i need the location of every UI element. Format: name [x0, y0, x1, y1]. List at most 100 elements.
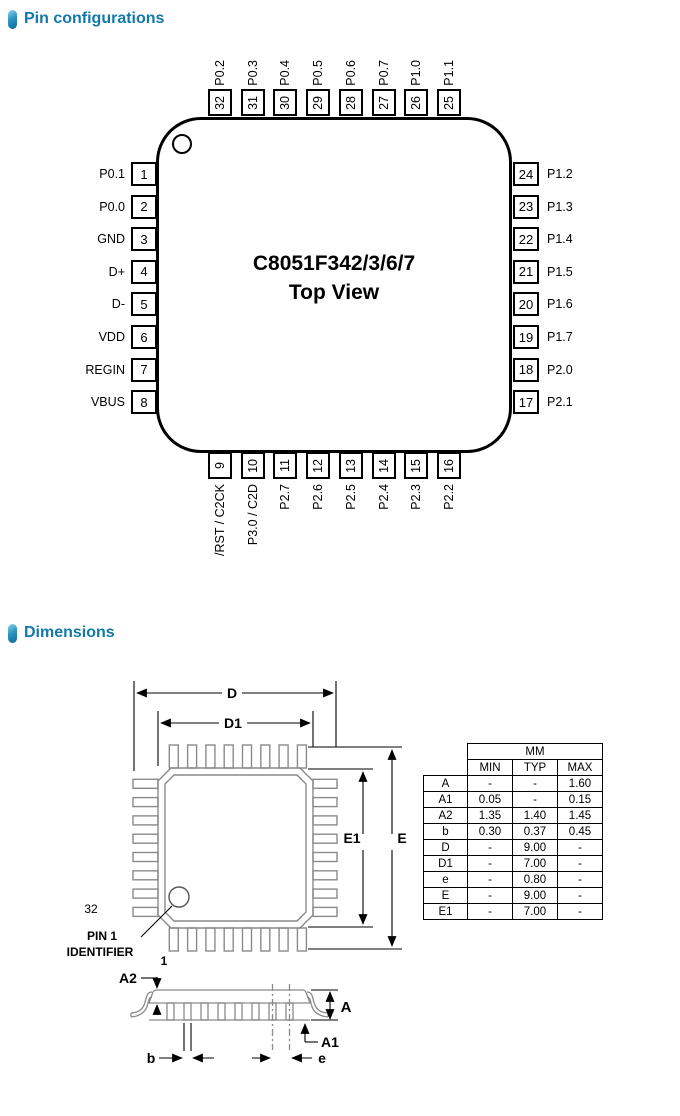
package-lead [234, 1002, 243, 1021]
pin-27: 27 [371, 89, 396, 116]
top-view-dimensions [133, 681, 402, 950]
pin-25-label: P1.1 [437, 38, 461, 86]
pin-9: 9 [208, 452, 232, 479]
package-lead [183, 1002, 192, 1021]
pin-label-text: P0.4 [278, 60, 293, 86]
package-lead [132, 833, 159, 844]
table-col-header-typ: TYP [512, 759, 558, 776]
package-lead [312, 778, 338, 789]
pin-label-text: P0.6 [343, 60, 358, 86]
table-corner-blank [424, 760, 468, 776]
pin-12: 12 [306, 452, 331, 479]
dim-name-E: E [423, 887, 468, 904]
pin-3: 3 [131, 227, 157, 252]
package-lead [312, 815, 338, 826]
pin-28-label: P0.6 [339, 38, 363, 86]
pin-10: 10 [240, 452, 265, 479]
package-lead [312, 851, 338, 863]
lead-number-32: 32 [84, 902, 98, 916]
package-lead [278, 744, 289, 769]
pin-label-text: P0.2 [213, 60, 227, 86]
pin-18: 18 [513, 357, 539, 382]
package-lead [132, 815, 159, 826]
pin-29: 29 [306, 89, 331, 116]
pin-13: 13 [338, 452, 363, 479]
dim-max: - [557, 903, 603, 920]
pin-19-label: P1.7 [547, 330, 573, 344]
dim-label-e: e [318, 1050, 326, 1066]
pin-26-label: P1.0 [404, 38, 428, 86]
pin-12-label: P2.6 [305, 484, 331, 576]
table-row: E-9.00- [423, 887, 603, 904]
package-lead [312, 906, 338, 918]
package-lead [168, 744, 180, 769]
package-lead [132, 796, 159, 808]
pin-7-label: REGIN [85, 362, 125, 377]
pin-25: 25 [436, 89, 461, 116]
pin-1-label: P0.1 [99, 167, 125, 181]
pin-22: 22 [513, 227, 539, 252]
pin-26-number: 26 [409, 95, 424, 110]
table-row: A--1.60 [423, 775, 603, 792]
pin-27-number: 27 [376, 95, 391, 110]
dim-name-e: e [423, 871, 468, 888]
dim-max: - [557, 839, 603, 856]
pin-30-number: 30 [278, 95, 293, 110]
dim-label-A: A [341, 999, 352, 1016]
pin-20-number: 20 [518, 296, 534, 312]
pin-21-label: P1.5 [547, 264, 573, 279]
side-view-labels: A2 A A1 b e [119, 970, 352, 1066]
top-view-labels: D D1 E1 E 32 PIN 1 IDENTIFIER 1 [67, 685, 407, 968]
dim-label-A2: A2 [119, 970, 137, 986]
table-col-header-min: MIN [467, 759, 513, 776]
pin-18-label: P2.0 [547, 362, 573, 377]
table-row: e-0.80- [423, 871, 603, 888]
table-unit-header: MM [467, 743, 603, 760]
pin-20: 20 [513, 292, 539, 317]
pin-2-number: 2 [140, 199, 148, 215]
pin-31: 31 [240, 89, 265, 116]
package-lead [241, 744, 253, 769]
table-col-header-max: MAX [557, 759, 603, 776]
pin-label-text: P2.5 [343, 484, 358, 510]
pin-10-label: P3.0 / C2D [240, 484, 266, 576]
pin-25-number: 25 [441, 95, 456, 110]
pin-label-text: P1.0 [409, 60, 424, 86]
package-lead [241, 927, 253, 952]
pin-3-label: GND [97, 232, 125, 247]
package-top-view [132, 744, 338, 952]
pin-16: 16 [436, 452, 461, 479]
pin-5-label: D- [111, 297, 125, 312]
package-lead [312, 833, 338, 844]
dim-typ: 9.00 [512, 887, 558, 904]
section-bullet-icon [8, 10, 17, 29]
package-lead [223, 927, 234, 952]
dim-typ: 1.40 [512, 807, 558, 824]
dim-typ: 0.80 [512, 871, 558, 888]
pin-21: 21 [513, 259, 539, 284]
pin-30: 30 [273, 89, 298, 116]
pin-6: 6 [131, 325, 157, 349]
pin-30-label: P0.4 [273, 38, 297, 86]
package-lead [132, 851, 159, 863]
dim-max: - [557, 871, 603, 888]
chip-view-label: Top View [288, 280, 380, 304]
pin-7-number: 7 [140, 362, 148, 378]
pin-26: 26 [404, 89, 429, 116]
pin-2-label: P0.0 [99, 199, 125, 214]
pin-32-number: 32 [213, 95, 227, 110]
package-lead [200, 1002, 209, 1021]
package-lead [166, 1002, 175, 1021]
pin-15: 15 [404, 452, 429, 479]
dim-label-A1: A1 [321, 1034, 339, 1050]
pin-label-text: P2.3 [409, 484, 424, 510]
pin-17-label: P2.1 [547, 395, 573, 410]
pin-label-text: P3.0 / C2D [245, 484, 260, 546]
package-lead [251, 1002, 260, 1021]
section-title-pin-configurations: Pin configurations [24, 10, 165, 27]
pin-2: 2 [131, 194, 157, 219]
section-title-dimensions: Dimensions [24, 624, 115, 641]
pin-20-label: P1.6 [547, 297, 573, 312]
